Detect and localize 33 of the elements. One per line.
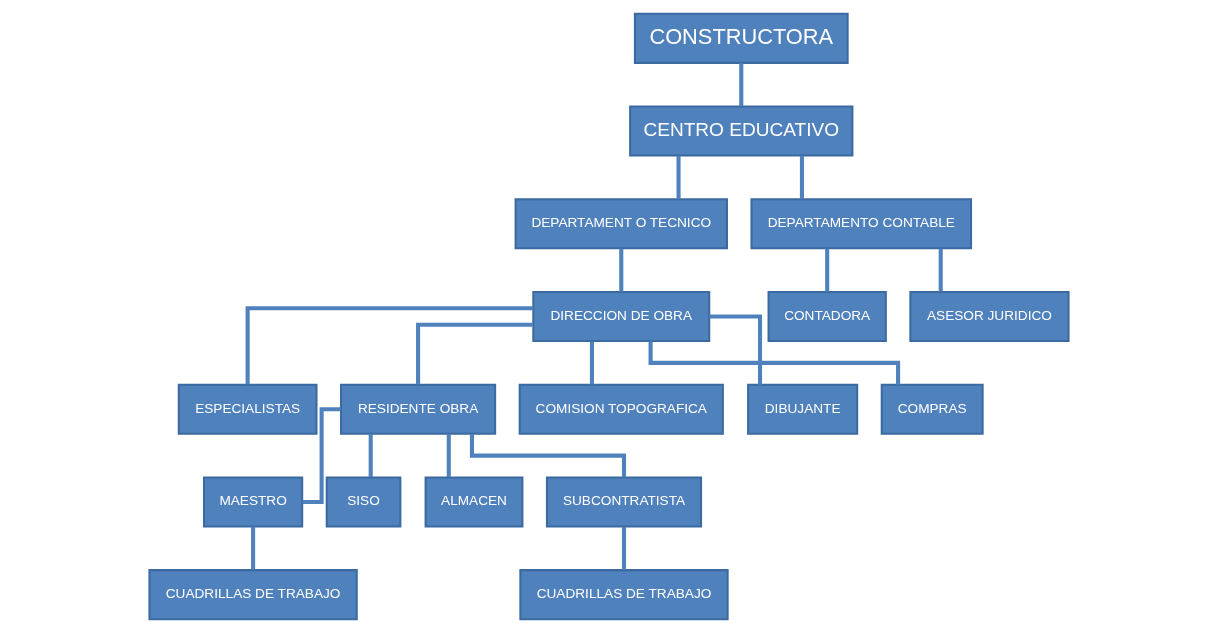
node-box: DIBUJANTE xyxy=(746,383,858,435)
node-box: COMPRAS xyxy=(880,383,984,435)
node-box: CUADRILLAS DE TRABAJO xyxy=(147,569,358,621)
connector xyxy=(618,248,623,292)
node-box: ESPECIALISTAS xyxy=(177,383,318,435)
connector xyxy=(799,155,804,199)
connector xyxy=(938,248,943,292)
node-box: CONTADORA xyxy=(767,290,887,343)
node-box: CENTRO EDUCATIVO xyxy=(628,105,853,157)
node-box: COMISION TOPOGRAFICA xyxy=(518,383,724,435)
connector xyxy=(824,248,829,292)
node-box: ASESOR JURIDICO xyxy=(908,290,1070,343)
connector xyxy=(368,434,373,478)
node-box: MAESTRO xyxy=(202,476,303,528)
connector xyxy=(446,434,451,478)
node-box: SISO xyxy=(325,476,401,528)
connector xyxy=(676,155,681,199)
node-box: CONSTRUCTORA xyxy=(633,12,849,64)
connector xyxy=(589,341,594,385)
connector xyxy=(245,306,533,385)
node-box: SUBCONTRATISTA xyxy=(545,476,702,528)
node-box: DIRECCION DE OBRA xyxy=(531,290,710,343)
node-box: DEPARTAMENTO CONTABLE xyxy=(749,198,972,250)
node-box: ALMACEN xyxy=(424,476,523,528)
connector xyxy=(302,407,341,504)
connector xyxy=(250,526,255,570)
node-box: DEPARTAMENT O TECNICO xyxy=(514,198,728,250)
connector xyxy=(738,63,743,107)
node-box: CUADRILLAS DE TRABAJO xyxy=(518,569,729,621)
connector xyxy=(621,526,626,570)
node-box: RESIDENTE OBRA xyxy=(339,383,496,435)
connector xyxy=(709,314,762,385)
connector xyxy=(415,322,533,385)
